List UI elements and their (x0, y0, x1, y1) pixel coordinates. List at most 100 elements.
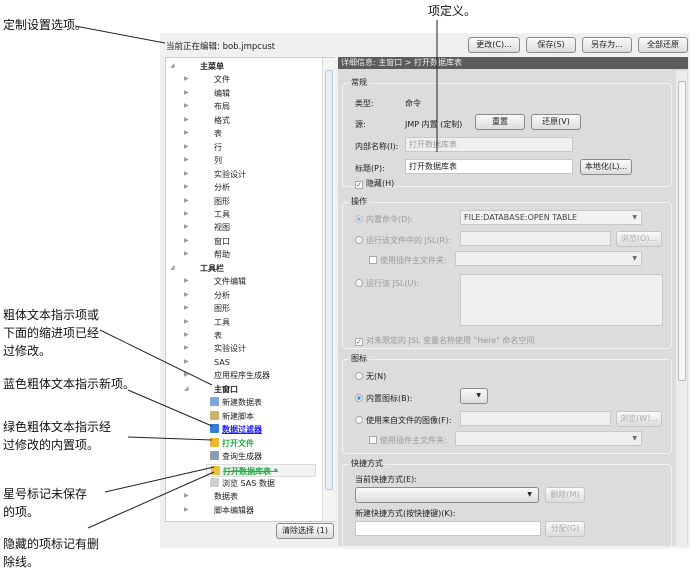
localize-button[interactable]: 本地化(L)... (580, 159, 632, 175)
expand-arrow-icon[interactable]: ▶ (184, 75, 189, 83)
action-title: 操作 (349, 196, 369, 207)
tree-item[interactable]: 应用程序生成器 (214, 369, 270, 382)
run-jsl-textarea[interactable] (460, 274, 663, 326)
here-namespace-checkbox[interactable]: ✓对未限定的 JSL 变量名称使用 "Here" 命名空间 (355, 336, 535, 346)
tree-scrollbar[interactable] (322, 58, 335, 521)
builtin-icon-radio[interactable]: 内置图标(B): (355, 393, 412, 404)
expand-arrow-icon[interactable]: ▶ (184, 156, 189, 164)
expand-arrow-icon[interactable]: ▶ (184, 236, 189, 244)
hidden-checkbox[interactable]: ✓隐藏(H) (355, 179, 395, 189)
tree-item[interactable]: 浏览 SAS 数据 (210, 477, 275, 490)
icon-none-radio[interactable]: 无(N) (355, 371, 386, 382)
collapse-arrow-icon[interactable]: ◢ (170, 263, 175, 271)
builtin-icon-dropdown[interactable]: ▼ (460, 388, 488, 404)
builtin-command-radio[interactable]: 内置命令(D): (355, 214, 413, 225)
run-file-jsl-radio[interactable]: 运行该文件中的 JSL(R): (355, 235, 451, 246)
expand-arrow-icon[interactable]: ▶ (184, 102, 189, 110)
change-button[interactable]: 更改(C)... (468, 37, 520, 53)
tree-item[interactable]: 脚本编辑器 (214, 504, 254, 517)
new-shortcut-field[interactable] (355, 521, 541, 536)
detail-scrollbar-thumb[interactable] (678, 81, 686, 381)
expand-arrow-icon[interactable]: ▶ (184, 371, 189, 379)
tree-item[interactable]: 文件编辑 (214, 275, 246, 288)
expand-arrow-icon[interactable]: ▶ (184, 88, 189, 96)
expand-arrow-icon[interactable]: ▶ (184, 183, 189, 191)
tree-node-main-window[interactable]: 主窗口 (214, 383, 238, 396)
icon-addin-checkbox[interactable]: 使用插件主文件夹: (369, 435, 447, 446)
tree-node-toolbars[interactable]: 工具栏 (200, 262, 224, 275)
expand-arrow-icon[interactable]: ▶ (184, 196, 189, 204)
tree-item[interactable]: 列 (214, 154, 222, 167)
expand-arrow-icon[interactable]: ▶ (184, 223, 189, 231)
collapse-arrow-icon[interactable]: ◢ (184, 384, 189, 392)
run-file-jsl-field[interactable] (460, 231, 611, 246)
expand-arrow-icon[interactable]: ▶ (184, 277, 189, 285)
tree-node-main-menu[interactable]: 主菜单 (200, 60, 224, 73)
expand-arrow-icon[interactable]: ▶ (184, 290, 189, 298)
tree-item[interactable]: 打开文件 (210, 437, 254, 450)
tree-item[interactable]: 新建数据表 (210, 396, 262, 409)
expand-arrow-icon[interactable]: ▶ (184, 331, 189, 338)
tree-item[interactable]: 查询生成器 (210, 450, 262, 463)
action-addin-checkbox[interactable]: 使用插件主文件夹: (369, 255, 447, 266)
tree-item[interactable]: 表 (214, 127, 222, 140)
tree-item[interactable]: 实验设计 (214, 168, 246, 181)
tree-item[interactable]: 格式 (214, 114, 230, 127)
icon-addin-select[interactable]: ▼ (455, 431, 642, 446)
tree-item[interactable]: 图形 (214, 302, 230, 315)
tree-item[interactable]: 图形 (214, 195, 230, 208)
browse-o-button[interactable]: 浏览(O)... (616, 231, 662, 247)
tree-item[interactable]: 新建脚本 (210, 410, 254, 423)
expand-arrow-icon[interactable]: ▶ (184, 169, 189, 177)
expand-arrow-icon[interactable]: ▶ (184, 209, 189, 217)
icon-from-file-radio[interactable]: 使用来自文件的图像(F): (355, 415, 452, 426)
reset-button[interactable]: 重置 (475, 114, 525, 130)
tree-item[interactable]: 表 (214, 329, 222, 342)
tree-item[interactable]: 实验设计 (214, 342, 246, 355)
tree-item[interactable]: SAS (214, 356, 230, 369)
tree-item[interactable]: 数据过滤器 (210, 423, 262, 436)
tree-scrollbar-thumb[interactable] (325, 70, 333, 490)
run-jsl-radio[interactable]: 运行该 JSL(U): (355, 278, 419, 289)
tree-item[interactable]: 工具 (214, 208, 230, 221)
menu-tree[interactable]: ◢ 主菜单 ▶ 文件 ▶ 编辑 ▶ 布局 ▶ 格式 ▶ 表 ▶ 行 ▶ 列 ▶ 实验设计 ▶ 分析 ▶ 图形 ▶ 工具 ▶ 视图 ▶… (165, 57, 335, 522)
expand-arrow-icon[interactable]: ▶ (184, 250, 189, 258)
tree-item[interactable]: 帮助 (214, 248, 230, 261)
tree-item[interactable]: 文件 (214, 73, 230, 86)
save-as-button[interactable]: 另存为... (582, 37, 632, 53)
tree-item[interactable]: 视图 (214, 221, 230, 234)
icon-file-field[interactable] (460, 411, 611, 426)
caption-field[interactable]: 打开数据库表 (405, 159, 573, 174)
internal-name-field[interactable]: 打开数据库表 (405, 137, 573, 152)
revert-all-button[interactable]: 全部还原 (638, 37, 688, 53)
expand-arrow-icon[interactable]: ▶ (184, 492, 189, 500)
tree-item[interactable]: 行 (214, 141, 222, 154)
tree-item[interactable]: 分析 (214, 181, 230, 194)
save-button[interactable]: 保存(S) (526, 37, 576, 53)
tree-item[interactable]: 编辑 (214, 87, 230, 100)
expand-arrow-icon[interactable]: ▶ (184, 129, 189, 137)
expand-arrow-icon[interactable]: ▶ (184, 505, 189, 513)
builtin-command-select[interactable]: FILE:DATABASE:OPEN TABLE▼ (460, 210, 642, 225)
expand-arrow-icon[interactable]: ▶ (184, 344, 189, 352)
tree-item[interactable]: 数据表 (214, 490, 238, 503)
clear-selection-button[interactable]: 清除选择 (1) (276, 523, 334, 539)
assign-shortcut-button[interactable]: 分配(G) (545, 521, 585, 537)
current-shortcut-select[interactable]: ▼ (355, 487, 539, 503)
tree-item[interactable]: 打开数据库表 * (206, 463, 316, 477)
expand-arrow-icon[interactable]: ▶ (184, 317, 189, 325)
detail-scrollbar[interactable] (675, 71, 687, 546)
tree-item[interactable]: 布局 (214, 100, 230, 113)
collapse-arrow-icon[interactable]: ◢ (170, 62, 175, 69)
action-addin-select[interactable]: ▼ (455, 251, 642, 266)
expand-arrow-icon[interactable]: ▶ (184, 357, 189, 365)
revert-button[interactable]: 还原(V) (531, 114, 581, 130)
expand-arrow-icon[interactable]: ▶ (184, 115, 189, 123)
tree-item[interactable]: 窗口 (214, 235, 230, 248)
tree-item[interactable]: 工具 (214, 316, 230, 329)
delete-shortcut-button[interactable]: 删除(M) (545, 487, 585, 503)
browse-w-button[interactable]: 浏览(W)... (616, 411, 662, 427)
tree-item[interactable]: 分析 (214, 289, 230, 302)
expand-arrow-icon[interactable]: ▶ (184, 142, 189, 150)
expand-arrow-icon[interactable]: ▶ (184, 304, 189, 312)
